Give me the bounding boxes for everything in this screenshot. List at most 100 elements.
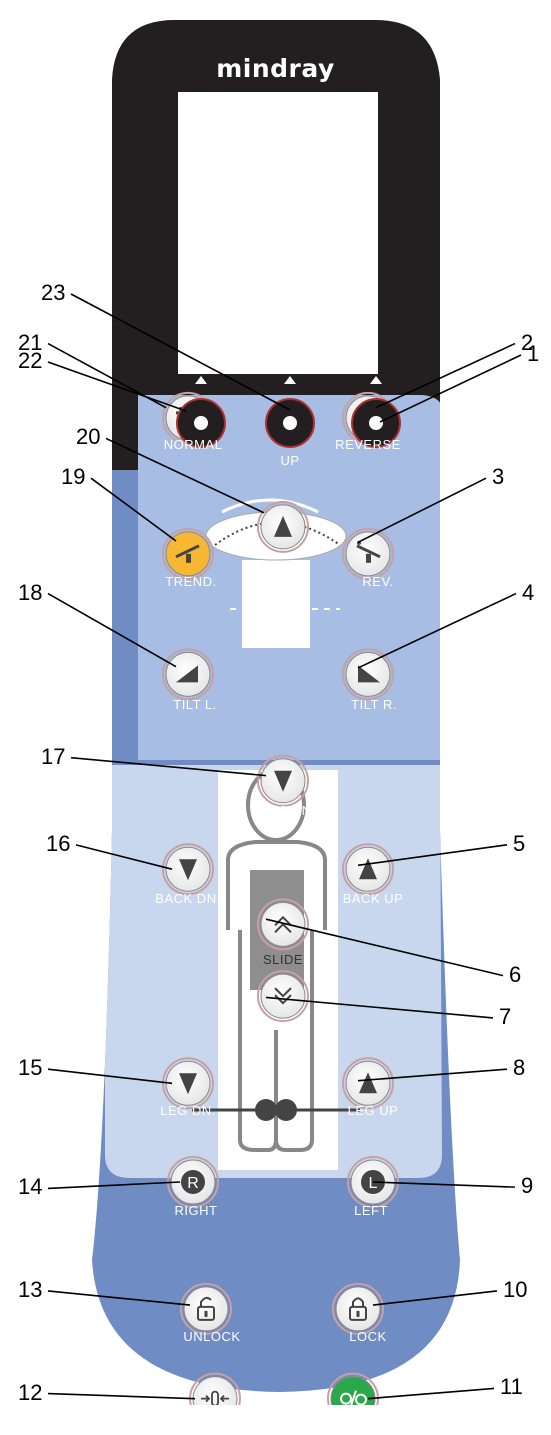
softkey-left-dot-icon [194,416,208,430]
back-dn-button[interactable] [162,843,214,896]
lock-button[interactable] [332,1282,384,1335]
callout-number: 16 [46,830,71,856]
torso-outline [226,840,327,930]
right-label: RIGHT [174,1203,218,1219]
tilt-l-button[interactable] [162,648,214,701]
right-r-icon-letter: R [187,1175,199,1192]
callout-leader-line [357,477,487,544]
softkey-arrow-icon [370,376,382,384]
tilt-column-background [242,560,310,648]
callout-leader-line [379,354,522,423]
callout-leader-line [372,1181,516,1188]
lock-padlock-icon-keyhole [356,1310,360,1317]
patient-figure [192,498,360,1170]
up-label: UP [280,453,300,469]
lock-button-face [335,1286,381,1332]
callout-number: 4 [522,579,535,605]
unlock-button-face [183,1286,229,1332]
callout-leader-line [47,592,177,668]
callout-leader-line [75,844,173,870]
softkey-arrow-icon [195,376,207,384]
leg-down-icon [179,1073,197,1095]
callout-leader-line [47,361,187,412]
right-r-icon [181,1170,205,1195]
brand-logo: mindray [216,54,335,83]
slide-down-button[interactable] [257,970,309,1023]
callout-leader-line [105,437,265,514]
unlock-padlock-icon [197,1305,215,1321]
lock-padlock-icon [349,1305,367,1321]
arrow-down-icon [274,770,292,792]
callout-number: 18 [18,579,43,605]
leg-up-label: LEG UP [347,1103,399,1119]
legs-outline [238,930,314,1152]
callout-number: 10 [503,1276,528,1302]
callout-number: 7 [499,1003,512,1029]
left-button-ring [347,1156,399,1209]
callout-leader-line [357,592,517,669]
trendelenburg-icon [175,544,200,559]
remote-illustration: RRL [47,20,522,1405]
softkey-right-button[interactable] [351,398,401,448]
arrow-up-icon [274,515,292,537]
softkey-middle-dot-icon [283,416,297,430]
tilt-left-icon [176,665,198,683]
rev-label: REV. [362,573,394,589]
lock-label: LOCK [349,1328,387,1344]
callout-number: 12 [18,1379,43,1405]
callout-leader-line [47,1181,181,1190]
softkey-arrow-icon [284,376,296,384]
callout-number: 6 [509,961,522,987]
softkey-right-dot-icon [369,416,383,430]
callout-number: 8 [513,1055,526,1081]
trend-button-ring [162,527,214,580]
level-icon [201,1395,229,1403]
display-screen [178,92,378,374]
callout-number: 9 [521,1173,534,1199]
callout-number: 17 [41,743,66,769]
tilt-r-button[interactable] [342,648,394,701]
reverse-label: REVERSE [335,436,401,452]
level-label: LEVEL [198,1419,242,1435]
onoff-label: ON/OFF [326,1419,380,1435]
left-label: LEFT [354,1203,388,1219]
tilt-arc [221,498,319,514]
up-button-ring [257,500,309,553]
unlock-button[interactable] [180,1282,232,1335]
slide-button[interactable] [257,898,309,951]
callout-number: 14 [18,1174,43,1200]
power-icon-slash [350,1390,357,1405]
callout-leader-line [47,1068,173,1085]
softkey-left-button[interactable] [176,398,226,448]
down-button[interactable] [257,754,309,807]
onoff-button-ring [327,1372,379,1405]
callout-leader-line [357,844,508,867]
callout-leader-line [70,293,291,411]
leg-dn-label: LEG DN. [160,1103,216,1119]
up-button[interactable] [257,500,309,553]
leg-up-button-ring [342,1057,394,1110]
trendelenburg-icon-base [186,553,191,563]
callout-number: 23 [41,280,66,305]
reverse-trendelenburg-icon [356,544,381,559]
back-up-button[interactable] [342,843,394,896]
softkey-middle-button[interactable] [265,398,315,448]
back-dn-button-ring [162,843,214,896]
callout-number: 20 [76,424,101,450]
normal-label: NORMAL [163,436,223,452]
leg-up-button[interactable] [342,1057,394,1110]
lock-button-ring [332,1282,384,1335]
trend-label: TREND. [165,573,217,589]
unlock-button-ring [180,1282,232,1335]
tilt-r-label: TILT R. [351,696,397,712]
callout-leader-line [375,342,516,409]
callout-number: 13 [18,1276,43,1302]
down-label: DOWN [268,803,312,819]
power-icon [340,1392,352,1405]
callout-leader-line [372,1290,498,1306]
callout-number: 5 [513,830,526,856]
left-dot [275,1099,297,1121]
remote-control-diagram: RRL mindray NORMAL21REVERSE2UP20TREND.19… [18,20,540,1405]
rev-button[interactable] [342,527,394,580]
trend-button[interactable] [162,527,214,580]
